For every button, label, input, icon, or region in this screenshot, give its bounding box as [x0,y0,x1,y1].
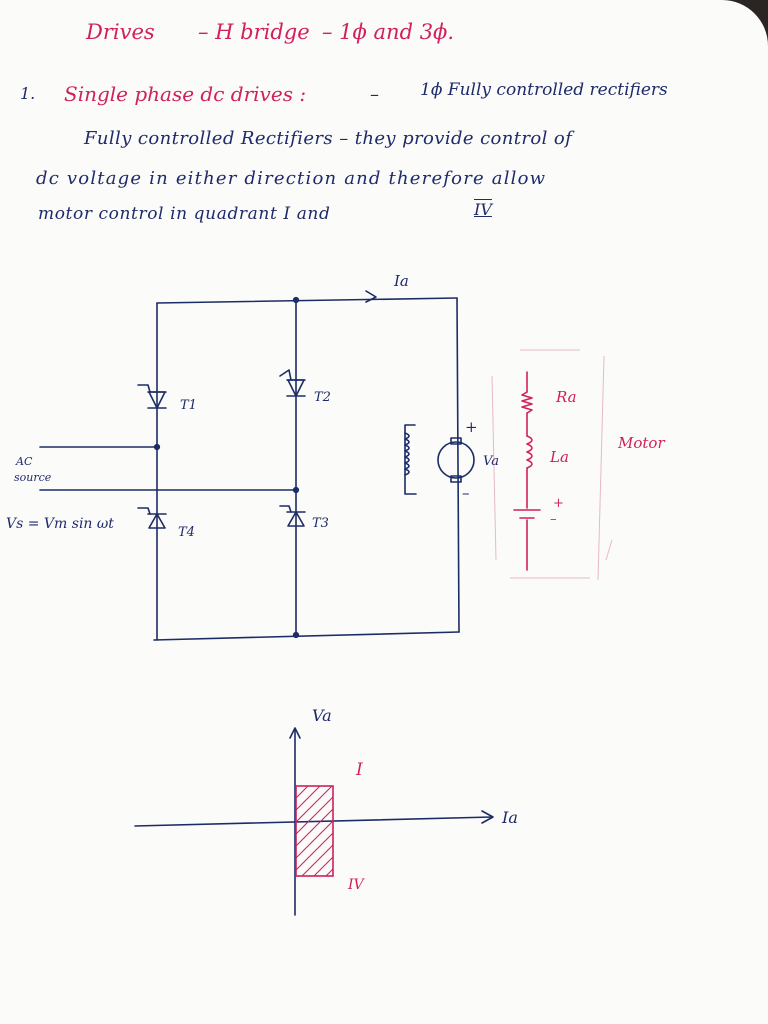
quadrant-iv-underlined: IV [474,200,492,219]
thyristor-t1 [137,384,167,409]
heading-number: 1. [20,84,36,103]
field-winding-icon [404,424,417,495]
plot-x-label-ia: Ia [502,808,518,827]
armature-voltage-va: Va [483,454,499,469]
title-drives: Drives [86,20,155,44]
label-t2: T2 [314,390,331,405]
label-t1: T1 [180,398,197,413]
heading-tail: 1ϕ Fully controlled rectifiers [420,80,668,100]
heading-text: Single phase dc drives : [64,82,307,106]
label-ra: Ra [556,388,577,406]
battery-plus: + [553,496,564,511]
label-motor: Motor [618,434,665,452]
source-equation: Vs = Vm sin ωt [6,516,114,532]
bridge-wiring [39,290,460,641]
label-la: La [550,448,569,466]
motor-minus: – [462,484,470,502]
heading-dash: – [370,84,379,105]
body-line-2: dc voltage in either direction and there… [36,168,547,189]
motor-equivalent-model [491,349,613,581]
dc-motor-icon [437,437,475,483]
quadrant-region-hatched [295,785,334,877]
title-phases: – 1ϕ and 3ϕ. [322,20,455,44]
title-hbridge: – H bridge [198,20,310,44]
plot-quadrant-iv: IV [348,877,364,893]
source-label-source: source [14,471,52,484]
body-line-1: Fully controlled Rectifiers – they provi… [84,128,573,149]
battery-minus: – [550,512,557,527]
source-label-ac: AC [16,455,33,468]
motor-plus: + [465,418,478,436]
thyristor-t2 [279,369,306,397]
plot-y-label-va: Va [312,706,332,725]
label-t4: T4 [178,525,195,540]
quadrant-plot-axes [134,727,494,916]
label-t3: T3 [312,516,329,531]
thyristor-t4 [137,507,167,529]
body-line-3: motor control in quadrant I and [38,204,331,224]
current-label-ia: Ia [394,272,409,290]
thyristor-t3 [279,505,306,527]
plot-quadrant-i: I [356,760,363,780]
